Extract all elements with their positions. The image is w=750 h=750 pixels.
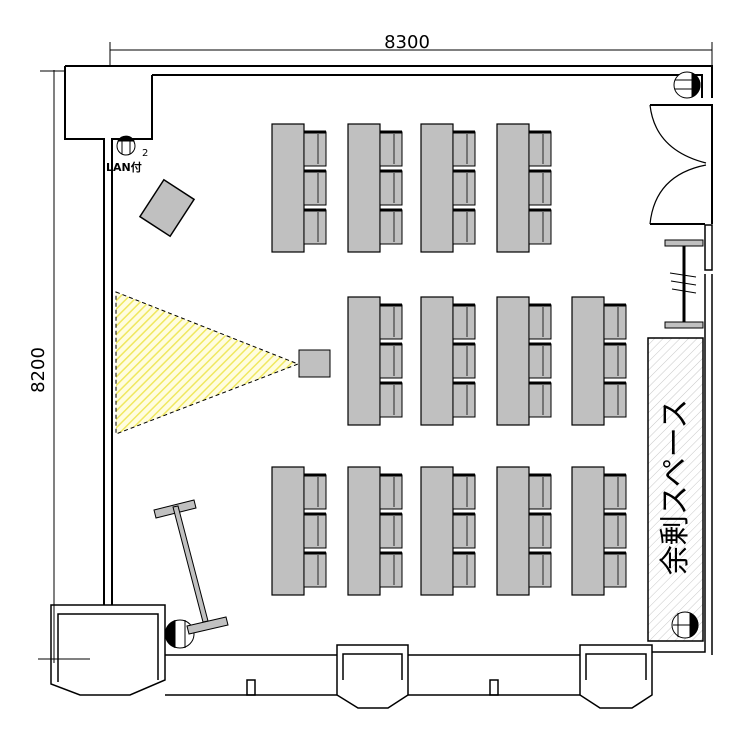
desk-unit bbox=[496, 466, 552, 596]
spare-space-label: 余剰スペース bbox=[658, 399, 693, 575]
desk bbox=[347, 123, 381, 253]
chair bbox=[379, 551, 403, 588]
desk bbox=[347, 466, 381, 596]
desk-unit bbox=[347, 296, 403, 426]
desk-layout bbox=[271, 123, 627, 596]
projection-area bbox=[115, 291, 300, 435]
chair bbox=[528, 342, 552, 379]
chair bbox=[379, 512, 403, 549]
desk bbox=[496, 123, 530, 253]
dimension-width bbox=[109, 42, 713, 66]
chair bbox=[303, 208, 327, 245]
desk bbox=[420, 123, 454, 253]
desk bbox=[571, 466, 605, 596]
desk bbox=[571, 296, 605, 426]
dimension-depth bbox=[38, 70, 90, 663]
desk-unit bbox=[571, 296, 627, 426]
chair bbox=[379, 169, 403, 206]
double-door[interactable] bbox=[649, 104, 707, 225]
chair bbox=[379, 473, 403, 510]
width-dimension-label: 8300 bbox=[384, 32, 430, 53]
outlet-label: LAN付 bbox=[106, 160, 142, 174]
chair bbox=[379, 130, 403, 167]
chair bbox=[303, 473, 327, 510]
chair bbox=[452, 512, 476, 549]
chair bbox=[379, 381, 403, 418]
chair bbox=[528, 381, 552, 418]
chair bbox=[452, 169, 476, 206]
chair bbox=[452, 473, 476, 510]
desk bbox=[420, 296, 454, 426]
desk bbox=[420, 466, 454, 596]
chair bbox=[452, 551, 476, 588]
chair bbox=[528, 303, 552, 340]
chair bbox=[452, 342, 476, 379]
chair bbox=[603, 512, 627, 549]
chair bbox=[303, 130, 327, 167]
desk-unit bbox=[347, 123, 403, 253]
projector bbox=[298, 349, 331, 378]
depth-dimension-label: 8200 bbox=[28, 347, 49, 393]
desk-unit bbox=[271, 466, 327, 596]
chair bbox=[528, 551, 552, 588]
chair bbox=[603, 473, 627, 510]
chair bbox=[603, 551, 627, 588]
spare-space-area bbox=[647, 337, 704, 642]
chair bbox=[528, 512, 552, 549]
chair bbox=[452, 381, 476, 418]
chair bbox=[379, 208, 403, 245]
whiteboard-stand[interactable] bbox=[153, 499, 229, 635]
desk-unit bbox=[347, 466, 403, 596]
desk-unit bbox=[420, 123, 476, 253]
chair bbox=[452, 303, 476, 340]
chair bbox=[528, 169, 552, 206]
desk-unit bbox=[271, 123, 327, 253]
desk bbox=[271, 466, 305, 596]
desk-unit bbox=[571, 466, 627, 596]
chair bbox=[528, 473, 552, 510]
chair bbox=[303, 551, 327, 588]
chair bbox=[452, 208, 476, 245]
outlet-icon bbox=[671, 611, 699, 639]
desk-unit bbox=[496, 123, 552, 253]
desk bbox=[496, 296, 530, 426]
outlet-icon bbox=[116, 135, 136, 156]
chair bbox=[452, 130, 476, 167]
outlet-count: 2 bbox=[142, 148, 148, 159]
chair bbox=[603, 381, 627, 418]
desk-unit bbox=[496, 296, 552, 426]
walls bbox=[50, 65, 713, 709]
chair bbox=[303, 512, 327, 549]
desk bbox=[347, 296, 381, 426]
side-table bbox=[138, 178, 196, 238]
chair bbox=[603, 342, 627, 379]
desk-unit bbox=[420, 296, 476, 426]
chair bbox=[303, 169, 327, 206]
chair bbox=[379, 303, 403, 340]
chair bbox=[603, 303, 627, 340]
chair bbox=[528, 130, 552, 167]
chair bbox=[528, 208, 552, 245]
desk bbox=[271, 123, 305, 253]
whiteboard-stand[interactable] bbox=[664, 239, 704, 329]
desk bbox=[496, 466, 530, 596]
chair bbox=[379, 342, 403, 379]
desk-unit bbox=[420, 466, 476, 596]
outlet-icon bbox=[673, 71, 701, 99]
